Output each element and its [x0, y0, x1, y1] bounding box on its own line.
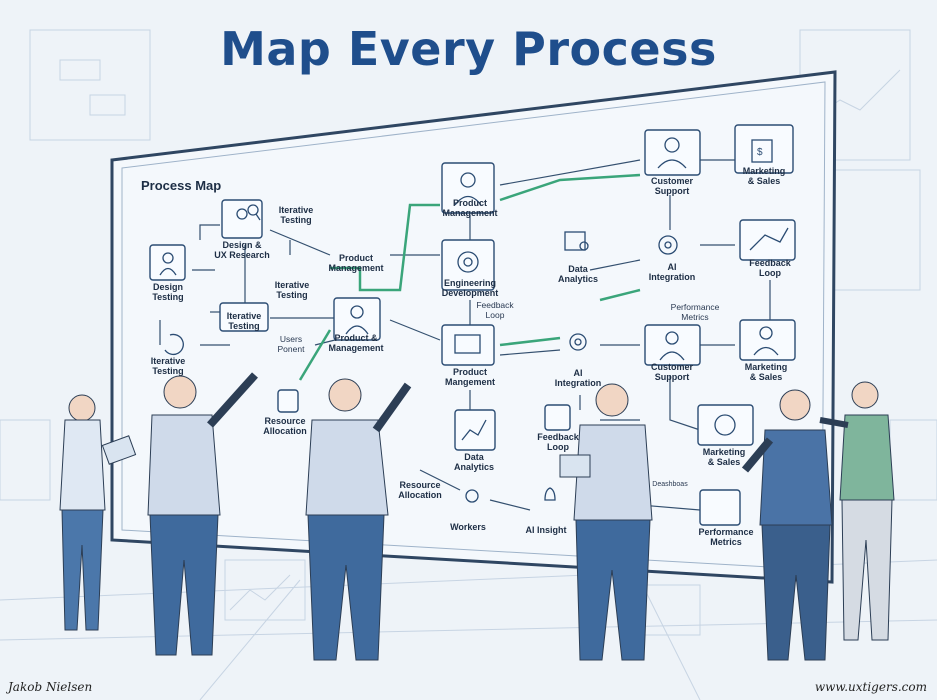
node-label: Resource Allocation	[263, 416, 307, 436]
node-engineering: Engineering Development	[420, 278, 520, 298]
node-iterative-testing-1: Iterative Testing	[246, 205, 346, 225]
node-label: Marketing & Sales	[742, 166, 786, 186]
node-label: Data Analytics	[453, 452, 495, 472]
node-label: Marketing & Sales	[702, 447, 746, 467]
node-iterative-testing-2: Iterative Testing	[242, 280, 342, 300]
site-credit: www.uxtigers.com	[814, 680, 927, 694]
node-performance-2: Performance Metrics	[676, 527, 776, 547]
edge-label-performance: Performance Metrics	[670, 302, 720, 322]
node-ai-insight: AI Insight	[496, 525, 596, 535]
node-label: Customer Support	[650, 362, 693, 382]
person-man-5	[741, 389, 833, 661]
node-ai-integration-2: AI Integration	[528, 368, 628, 388]
node-label: Design & UX Research	[214, 240, 270, 260]
person-woman-right	[819, 381, 895, 641]
node-product-management-3: Product & Management	[306, 333, 406, 353]
person-man-3	[305, 378, 412, 661]
node-marketing-1: Marketing & Sales	[714, 166, 814, 186]
node-label: AI Integration	[648, 262, 696, 282]
person-woman-left	[59, 394, 137, 631]
node-label: Product Mangement	[444, 367, 495, 387]
node-resource-1: Resource Allocation	[235, 416, 335, 436]
node-data-analytics-1: Data Analytics	[528, 264, 628, 284]
node-customer-support-2: Customer Support	[622, 362, 722, 382]
node-label: Marketing & Sales	[744, 362, 788, 382]
node-label: Customer Support	[650, 176, 693, 196]
node-iterative-testing-3: Iterative Testing	[194, 311, 294, 331]
node-iterative-testing-4: Iterative Testing	[118, 356, 218, 376]
node-label: Data Analytics	[557, 264, 599, 284]
node-feedback-loop-1: Feedback Loop	[720, 258, 820, 278]
page-title: Map Every Process	[220, 22, 717, 76]
node-label: AI Insight	[525, 525, 567, 535]
edge-label-users-ponent: Users Ponent	[277, 334, 305, 354]
node-feedback-loop-3: Feedback Loop	[508, 432, 608, 452]
node-label: Iterative Testing	[278, 205, 314, 225]
node-label: Feedback Loop	[749, 258, 791, 278]
node-label: Performance Metrics	[698, 527, 754, 547]
node-marketing-3: Marketing & Sales	[674, 447, 774, 467]
node-label: Design Testing	[152, 282, 184, 302]
node-label: Product & Management	[328, 333, 384, 353]
node-customer-support-1: Customer Support	[622, 176, 722, 196]
node-label: Iterative Testing	[274, 280, 310, 300]
node-glyphs: $	[159, 137, 789, 503]
node-data-analytics-2: Data Analytics	[424, 452, 524, 472]
node-label: Resource Allocation	[398, 480, 442, 500]
node-workers: Workers	[418, 522, 518, 532]
node-label: Iterative Testing	[226, 311, 262, 331]
svg-text:$: $	[757, 147, 763, 158]
edge-label-feedback-loop: Feedback Loop	[476, 300, 514, 320]
node-label: Feedback Loop	[537, 432, 579, 452]
node-product-management-4: Product Mangement	[420, 367, 520, 387]
node-ai-integration-1: AI Integration	[622, 262, 722, 282]
node-resource-2: Resource Allocation	[370, 480, 470, 500]
node-label: Iterative Testing	[150, 356, 186, 376]
node-label: Product Management	[442, 198, 498, 218]
author-credit: Jakob Nielsen	[8, 680, 93, 694]
people	[59, 372, 895, 661]
person-man-2	[147, 372, 258, 656]
node-label: AI Integration	[554, 368, 602, 388]
node-label: Workers	[450, 522, 486, 532]
node-design-ux: Design & UX Research	[192, 240, 292, 260]
highlight-lines	[298, 173, 641, 381]
edge-label-dashboard: Deashboas	[652, 481, 688, 488]
node-design-testing: Design Testing	[118, 282, 218, 302]
node-product-management-1: Product Management	[420, 198, 520, 218]
node-marketing-2: Marketing & Sales	[716, 362, 816, 382]
board-label: Process Map	[141, 178, 222, 193]
node-product-management-2: Product Management	[306, 253, 406, 273]
node-label: Engineering Development	[441, 278, 499, 298]
person-man-4	[559, 383, 653, 661]
node-icons	[149, 124, 796, 526]
node-label: Product Management	[328, 253, 384, 273]
